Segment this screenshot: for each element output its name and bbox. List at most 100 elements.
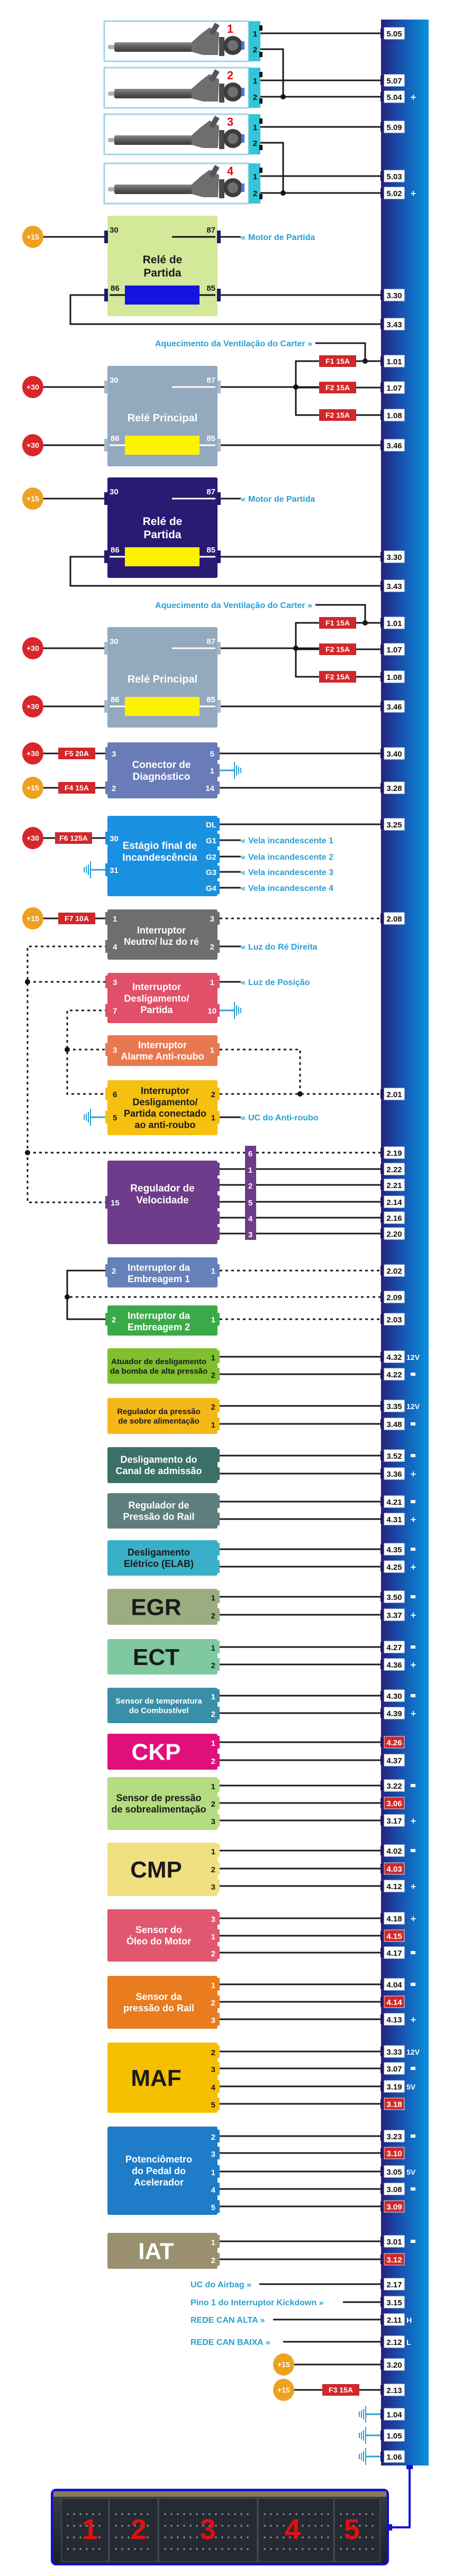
ecu-pin-box[interactable] xyxy=(384,1736,405,1749)
ecu-pin-box[interactable] xyxy=(384,1862,405,1875)
ecu-pin-box[interactable] xyxy=(384,912,405,925)
regulador-rail[interactable] xyxy=(107,1493,218,1529)
ecu-pin-box[interactable] xyxy=(384,617,405,629)
ecu-pin-box[interactable] xyxy=(384,1418,405,1430)
neutral-reverse-switch[interactable] xyxy=(107,909,218,960)
ecu-pin-box[interactable] xyxy=(384,1707,405,1719)
ecu-pin-box[interactable] xyxy=(384,1689,405,1702)
ecu-pin-box[interactable] xyxy=(384,1195,405,1208)
ecu-pin-box[interactable] xyxy=(384,1814,405,1827)
ecu-pin-box[interactable] xyxy=(384,781,405,794)
ecu-pin-box[interactable] xyxy=(384,1844,405,1857)
diagnostic-connector[interactable] xyxy=(107,742,218,798)
ecu-pin-box[interactable] xyxy=(384,1590,405,1603)
ecu-pin-box[interactable] xyxy=(384,1088,405,1100)
ecu-pin-box[interactable] xyxy=(384,289,405,301)
ect[interactable] xyxy=(107,1639,218,1675)
ecu-pin-box[interactable] xyxy=(384,1467,405,1480)
ecu-pin-box[interactable] xyxy=(384,1912,405,1925)
sensor-oleo[interactable] xyxy=(107,1909,218,1962)
ecu-pin-box[interactable] xyxy=(384,2335,405,2348)
ignition-switch[interactable] xyxy=(107,973,218,1023)
ecu-pin-box[interactable] xyxy=(384,579,405,592)
desligamento-canal[interactable] xyxy=(107,1447,218,1483)
alarm-switch[interactable] xyxy=(107,1035,218,1066)
ecu-pin-box[interactable] xyxy=(384,2313,405,2326)
ecu-pin-box[interactable] xyxy=(384,381,405,394)
ecu-pin-box[interactable] xyxy=(384,1291,405,1303)
ecu-pin-box[interactable] xyxy=(384,2384,405,2396)
clutch-switch-2[interactable] xyxy=(107,1305,218,1336)
ecu-pin-box[interactable] xyxy=(384,700,405,713)
ecu-pin-box[interactable] xyxy=(384,2045,405,2058)
ecu-pin-box[interactable] xyxy=(384,1543,405,1556)
regulador-sobrealimentacao[interactable] xyxy=(107,1398,218,1434)
ecu-pin-box[interactable] xyxy=(384,2450,405,2463)
ecu-pin-box[interactable] xyxy=(384,1880,405,1892)
ecu-pin-box[interactable] xyxy=(384,2013,405,2026)
iat[interactable] xyxy=(107,2233,218,2269)
ecu-pin-box[interactable] xyxy=(384,355,405,367)
ecu-pin-box[interactable] xyxy=(384,2080,405,2093)
ecu-pin-box[interactable] xyxy=(384,1163,405,1175)
ecu-pin-box[interactable] xyxy=(384,2253,405,2266)
ecu-pin-box[interactable] xyxy=(384,2097,405,2110)
ecu-pin-box[interactable] xyxy=(384,1179,405,1191)
ecu-pin-box[interactable] xyxy=(384,643,405,656)
ecu-pin-box[interactable] xyxy=(384,1227,405,1240)
ecu-pin-box[interactable] xyxy=(384,550,405,563)
ecu-pin-box[interactable] xyxy=(384,1946,405,1959)
ecu-pin-box[interactable] xyxy=(384,1264,405,1277)
ecu-pin-box[interactable] xyxy=(384,2183,405,2195)
ecu-pin-box[interactable] xyxy=(384,1400,405,1412)
ecu-pin-box[interactable] xyxy=(384,2278,405,2290)
injector-1[interactable]: 1 xyxy=(103,20,250,62)
ecu-pin-box[interactable] xyxy=(384,409,405,421)
ecu-pin-box[interactable] xyxy=(384,818,405,831)
ecu-pin-box[interactable] xyxy=(384,747,405,760)
cmp[interactable] xyxy=(107,1843,218,1896)
ecu-pin-box[interactable] xyxy=(384,1779,405,1792)
ecu-pin-box[interactable] xyxy=(384,1641,405,1653)
elab[interactable] xyxy=(107,1540,218,1576)
egr[interactable] xyxy=(107,1589,218,1625)
ecu-pin-box[interactable] xyxy=(384,1513,405,1525)
injector-4[interactable]: 4 xyxy=(103,162,250,205)
ecu-pin-box[interactable] xyxy=(384,170,405,182)
atuador-bomba[interactable] xyxy=(107,1348,218,1384)
ecu-pin-box[interactable] xyxy=(384,439,405,452)
ecu-pin-box[interactable] xyxy=(384,2147,405,2159)
ecu-pin-box[interactable] xyxy=(384,1995,405,2008)
pedal-acelerador[interactable] xyxy=(107,2127,218,2215)
injector-3[interactable]: 3 xyxy=(103,113,250,155)
ecu-pin-box[interactable] xyxy=(384,1560,405,1573)
ecu-pin-box[interactable] xyxy=(384,2429,405,2442)
ecu-pin-box[interactable] xyxy=(384,318,405,330)
ecu-pin-box[interactable] xyxy=(384,2358,405,2371)
sensor-pressao-sobrealimentacao[interactable] xyxy=(107,1777,218,1830)
ecu-pin-box[interactable] xyxy=(384,1608,405,1621)
ecu-pin-box[interactable] xyxy=(384,1929,405,1942)
injector-2[interactable]: 2 xyxy=(103,67,250,109)
ecu-pin-box[interactable] xyxy=(384,1658,405,1671)
ecu-pin-box[interactable] xyxy=(384,2235,405,2248)
ecu-pin-box[interactable] xyxy=(384,1350,405,1363)
antitheft-ignition-switch[interactable] xyxy=(107,1080,218,1135)
ecu-pin-box[interactable] xyxy=(384,27,405,40)
clutch-switch-1[interactable] xyxy=(107,1257,218,1287)
sensor-pressao-rail[interactable] xyxy=(107,1976,218,2029)
ecu-pin-box[interactable] xyxy=(384,74,405,87)
ckp[interactable] xyxy=(107,1734,218,1770)
cruise-control[interactable] xyxy=(107,1161,218,1244)
ecu-pin-box[interactable] xyxy=(384,1449,405,1462)
sensor-temp-combustivel[interactable] xyxy=(107,1688,218,1723)
ecu-pin-box[interactable] xyxy=(384,90,405,103)
glow-plug-stage[interactable] xyxy=(107,816,218,896)
ecu-pin-box[interactable] xyxy=(384,187,405,199)
ecu-pin-box[interactable] xyxy=(384,2130,405,2142)
maf[interactable] xyxy=(107,2043,218,2113)
ecu-pin-box[interactable] xyxy=(384,1211,405,1224)
ecu-pin-box[interactable] xyxy=(384,1368,405,1381)
ecu-pin-box[interactable] xyxy=(384,1313,405,1326)
ecu-pin-box[interactable] xyxy=(384,2062,405,2075)
